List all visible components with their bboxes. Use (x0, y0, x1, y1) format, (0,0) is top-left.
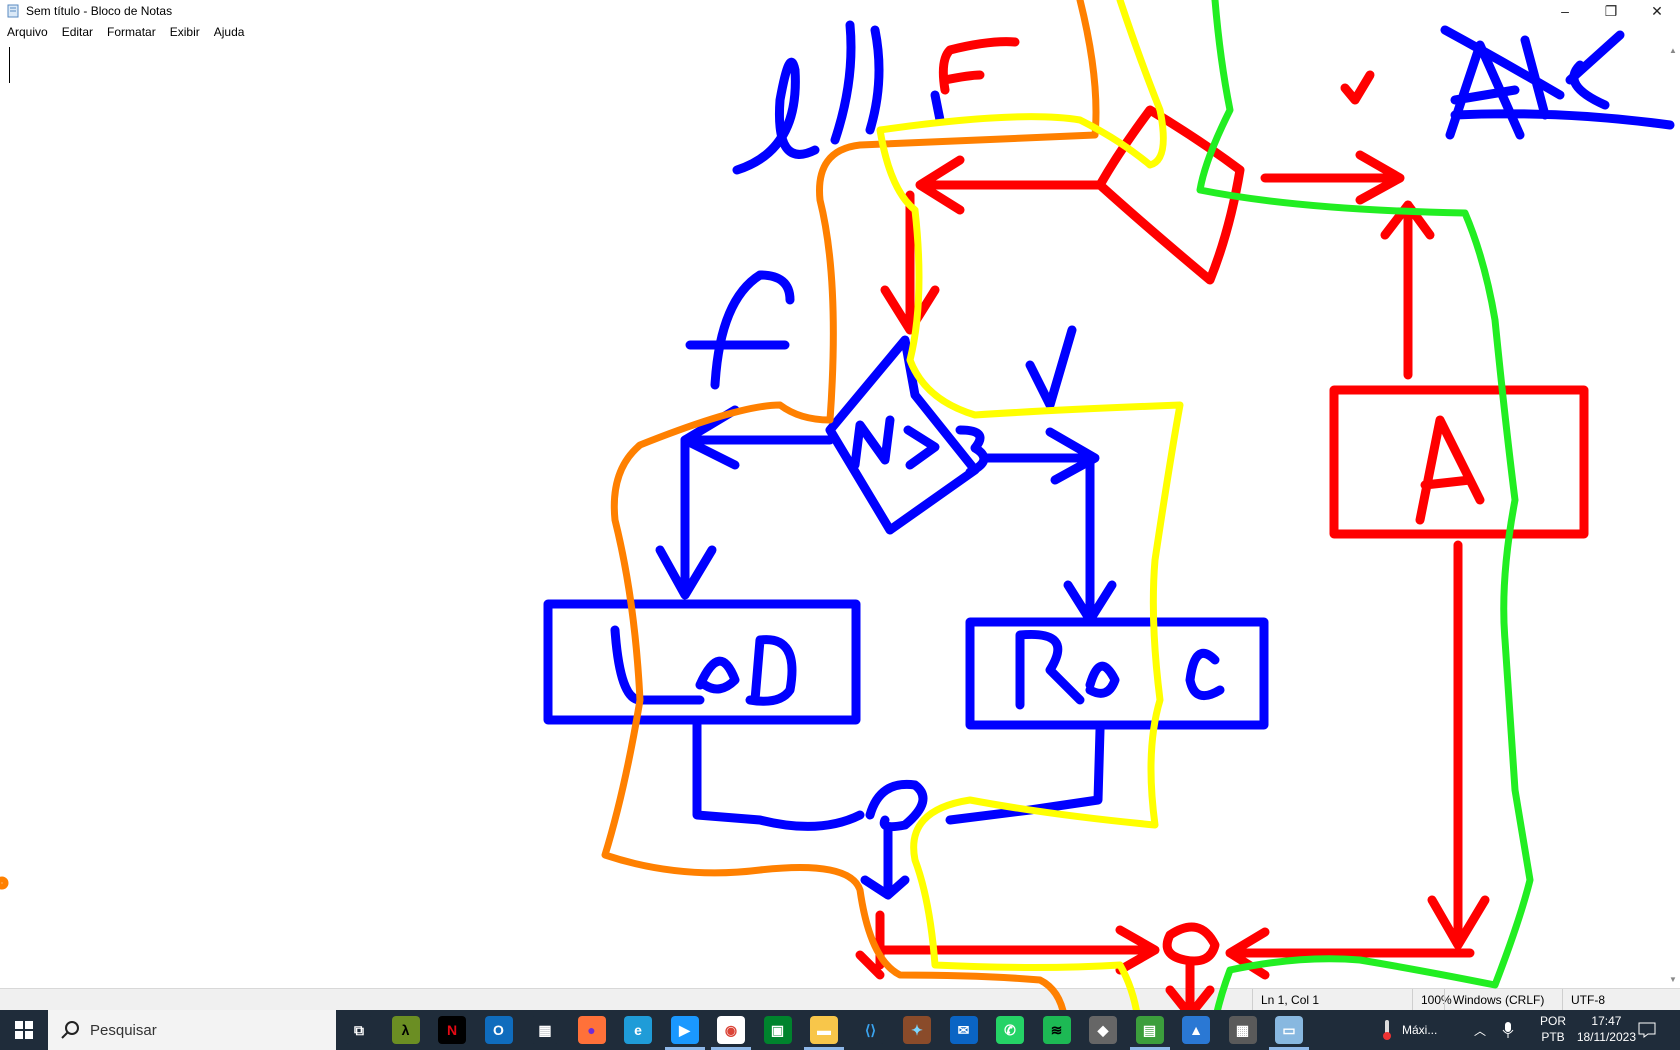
menu-editar[interactable]: Editar (61, 25, 94, 39)
minimize-button[interactable]: – (1561, 3, 1569, 19)
status-line-ending: Windows (CRLF) (1444, 989, 1562, 1011)
spotify-icon[interactable]: ≋ (1042, 1016, 1071, 1044)
title-bar[interactable]: Sem título - Bloco de Notas – ❐ ✕ (0, 0, 1680, 22)
chrome-active-indicator (711, 1047, 751, 1050)
app-b-icon[interactable]: ◆ (1089, 1016, 1117, 1044)
language-indicator[interactable]: POR PTB (1540, 1013, 1566, 1045)
app-c-active-indicator (1129, 1047, 1170, 1050)
file-explorer-active-indicator (804, 1047, 844, 1050)
menu-formatar[interactable]: Formatar (107, 25, 156, 39)
taskbar-search[interactable]: Pesquisar (48, 1010, 336, 1050)
maximize-button[interactable]: ❐ (1604, 2, 1618, 19)
menu-arquivo[interactable]: Arquivo (7, 25, 48, 39)
search-icon (61, 1021, 79, 1039)
start-button[interactable] (0, 1010, 48, 1050)
menu-ajuda[interactable]: Ajuda (213, 25, 245, 39)
thermometer-icon (1383, 1020, 1391, 1040)
status-position: Ln 1, Col 1 (1252, 989, 1412, 1011)
text-caret (9, 47, 10, 83)
meet-icon[interactable]: ▣ (763, 1016, 792, 1044)
text-editor[interactable] (0, 42, 1666, 988)
scroll-up-icon[interactable]: ▲ (1669, 46, 1677, 55)
edge-icon[interactable]: e (624, 1016, 652, 1044)
scroll-down-icon[interactable]: ▼ (1669, 975, 1677, 984)
task-view-icon[interactable]: ⧉ (345, 1016, 373, 1044)
notepad-icon[interactable]: ▭ (1275, 1016, 1303, 1044)
close-button[interactable]: ✕ (1651, 2, 1663, 19)
outlook-icon[interactable]: O (484, 1016, 513, 1044)
photos-icon[interactable]: ▲ (1182, 1016, 1210, 1044)
prime-video-icon[interactable]: ▶ (670, 1016, 699, 1044)
whatsapp-icon[interactable]: ✆ (996, 1016, 1024, 1044)
tray-overflow-icon[interactable]: ︿ (1474, 1023, 1487, 1038)
menu-bar: Arquivo Editar Formatar Exibir Ajuda (0, 22, 1680, 42)
notepad-icon (7, 4, 19, 18)
chrome-icon[interactable]: ◉ (717, 1016, 745, 1044)
vertical-scrollbar[interactable]: ▲ ▼ (1666, 42, 1680, 988)
lambda-app-icon[interactable]: λ (391, 1016, 420, 1044)
search-placeholder: Pesquisar (90, 1021, 157, 1039)
window-title: Sem título - Bloco de Notas (26, 4, 173, 18)
status-zoom: 100% (1412, 989, 1452, 1011)
clock-time: 17:47 (1591, 1014, 1622, 1028)
firefox-icon[interactable]: ● (577, 1016, 606, 1044)
notification-icon[interactable] (1638, 1010, 1656, 1050)
menu-exibir[interactable]: Exibir (169, 25, 200, 39)
vscode-icon[interactable]: ⟨⟩ (856, 1016, 885, 1044)
lang-bottom: PTB (1541, 1030, 1565, 1044)
weather-text: Máxi... (1402, 1023, 1438, 1037)
status-bar: Ln 1, Col 1 100% Windows (CRLF) UTF-8 (0, 988, 1680, 1011)
game-app-icon[interactable]: ✦ (903, 1016, 931, 1044)
store-icon[interactable]: ▦ (531, 1016, 559, 1044)
clock-date: 18/11/2023 (1576, 1030, 1636, 1044)
microphone-icon[interactable] (1502, 1010, 1514, 1050)
windows-logo-icon (15, 1021, 33, 1039)
mail-icon[interactable]: ✉ (949, 1016, 978, 1044)
lang-top: POR (1539, 1014, 1566, 1028)
clock[interactable]: 17:47 18/11/2023 (1577, 1013, 1636, 1045)
prime-video-active-indicator (664, 1047, 705, 1050)
notepad-active-indicator (1269, 1047, 1309, 1050)
notepad-window: Sem título - Bloco de Notas – ❐ ✕ Arquiv… (0, 0, 1680, 1011)
weather-widget[interactable]: Máxi... (1380, 1010, 1437, 1050)
netflix-icon[interactable]: N (438, 1016, 466, 1044)
calculator-icon[interactable]: ▦ (1228, 1016, 1257, 1044)
status-encoding: UTF-8 (1562, 989, 1666, 1011)
file-explorer-icon[interactable]: ▬ (810, 1016, 838, 1044)
app-c-icon[interactable]: ▤ (1135, 1016, 1164, 1044)
